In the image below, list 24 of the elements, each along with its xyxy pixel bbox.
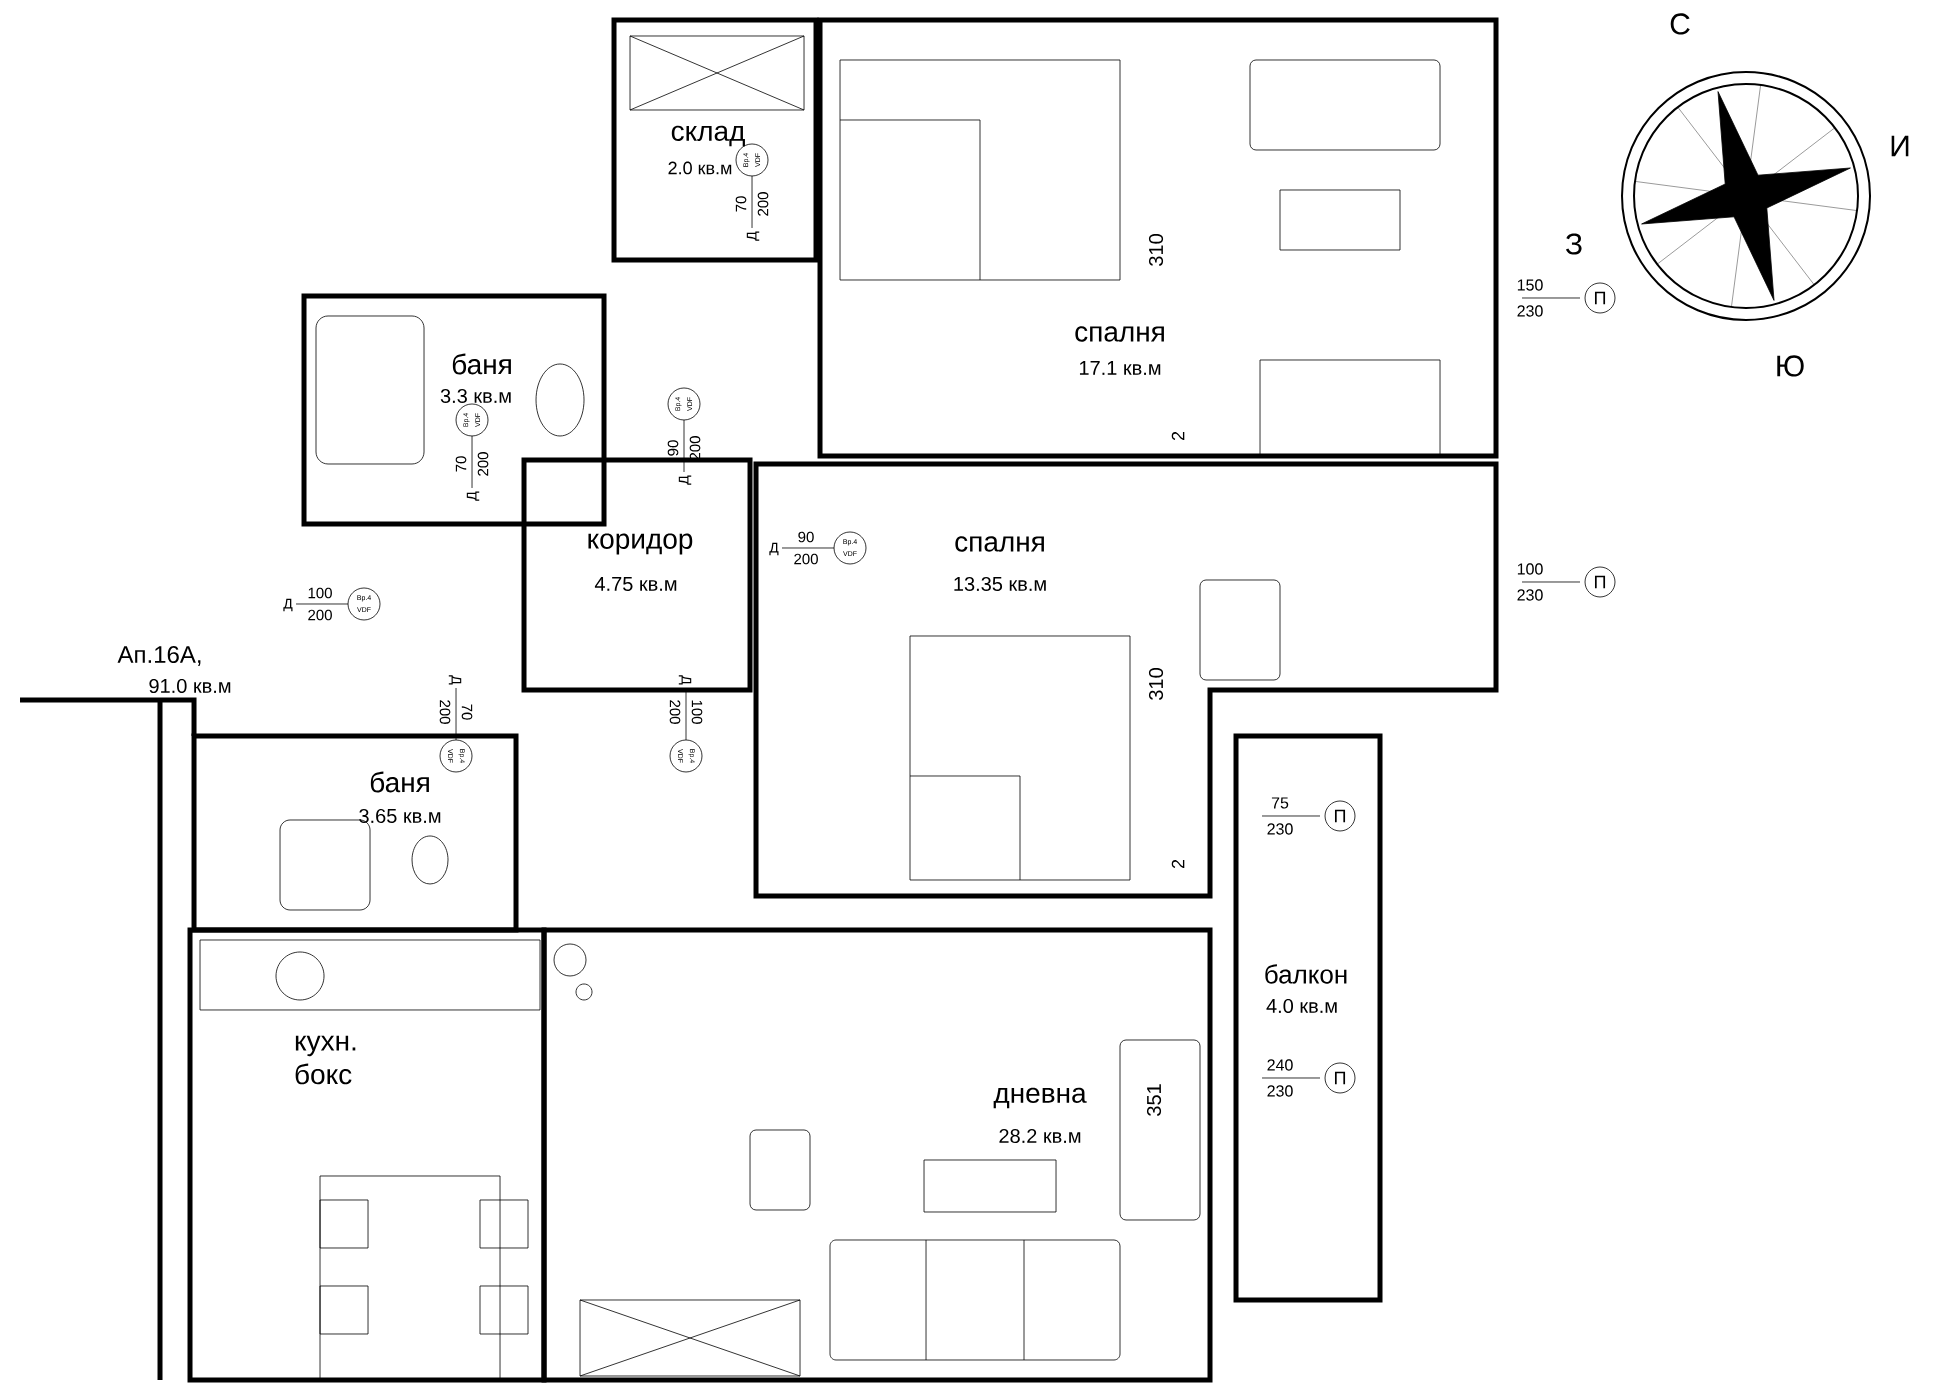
dimension-label: 2 [1171, 431, 1185, 441]
dimension-label: 310 [1148, 234, 1164, 266]
window-size-label: 230 [1267, 823, 1293, 835]
window-size-label: 230 [1517, 305, 1543, 317]
dimension-label: 310 [1148, 668, 1164, 700]
room: кухн. бокс [187, 927, 547, 1383]
window-type-label: П [1584, 282, 1616, 314]
dimension-label: 351 [1146, 1084, 1162, 1116]
window-size-label: 100 [1517, 563, 1543, 575]
compass-letter: С [1670, 13, 1690, 35]
window-type-label: П [1324, 800, 1356, 832]
window-size-label: 150 [1517, 279, 1543, 291]
dimension-label: 2 [1171, 859, 1185, 869]
window-size-label: 230 [1517, 589, 1543, 601]
apartment-label: Ап.16А, [117, 646, 201, 666]
window-size-label: 75 [1271, 797, 1289, 809]
compass-letter: И [1891, 135, 1909, 157]
window-type-label: П [1324, 1062, 1356, 1094]
window-size-label: 240 [1267, 1059, 1293, 1071]
apartment-label: 91.0 кв.м [149, 678, 231, 694]
window-type-label: П [1584, 566, 1616, 598]
window-size-label: 230 [1267, 1085, 1293, 1097]
compass-letter: З [1565, 233, 1582, 255]
compass-letter: Ю [1777, 355, 1804, 377]
